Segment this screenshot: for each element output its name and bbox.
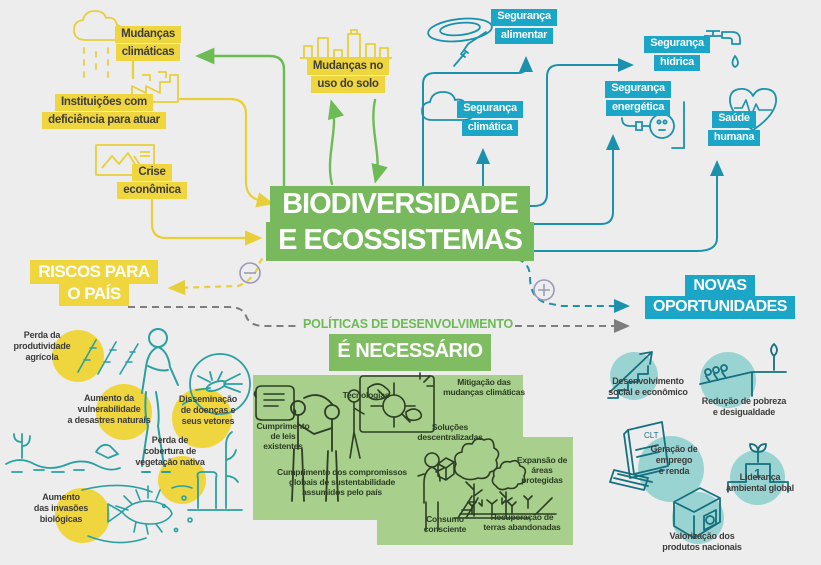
risk-item-productivity: Perda da produtividade agrícola xyxy=(13,330,71,362)
security-food-label: Segurança alimentar xyxy=(480,7,568,45)
necessary-title: É NECESSÁRIO xyxy=(329,334,491,371)
risks-title: RISCOS PARA O PAÍS xyxy=(24,260,164,306)
link-crisis-to-center xyxy=(150,198,263,246)
policy-item-mitigation: Mitigação das mudanças climáticas xyxy=(443,377,525,398)
opportunity-item-development: Desenvolvimento social e econômico xyxy=(608,376,688,397)
risk-item-invasions: Aumento das invasões biológicas xyxy=(33,492,89,524)
opportunity-item-products: Valorização dos produtos nacionais xyxy=(662,531,742,552)
link-center-to-water xyxy=(516,58,634,207)
plus-icon xyxy=(533,279,555,301)
security-energy-label: Segurança energética xyxy=(590,79,686,117)
policy-item-decentralized: Soluções descentralizadas xyxy=(417,422,483,443)
minus-icon xyxy=(239,262,261,284)
link-center-to-energy xyxy=(516,134,620,225)
security-water-label: Segurança hídrica xyxy=(636,34,718,72)
risk-item-vegetation: Perda de cobertura de vegetação nativa xyxy=(135,435,205,467)
link-institutions-to-center xyxy=(178,97,275,208)
link-center-to-opportunities xyxy=(516,258,630,313)
link-landuse-to-center-down xyxy=(371,98,388,184)
link-center-to-landuse-up xyxy=(327,99,345,186)
pressure-economic-crisis-label: Crise econômica xyxy=(104,163,200,200)
opportunity-item-leadership: Liderança ambiental global xyxy=(726,472,794,493)
security-health-label: Saúde humana xyxy=(692,109,776,147)
link-risks-to-policies xyxy=(128,306,298,327)
link-center-to-health xyxy=(516,160,724,252)
policy-item-global-commitments: Cumprimento dos compromissos globais de … xyxy=(277,467,407,498)
opportunities-title: NOVAS OPORTUNIDADES xyxy=(640,275,800,319)
development-policies-label: POLÍTICAS DE DESENVOLVIMENTO xyxy=(303,317,513,331)
policy-item-conscious-consumption: Consumo consciente xyxy=(423,514,467,535)
pressure-land-use-label: Mudanças no uso do solo xyxy=(294,57,402,94)
policy-item-protected-areas: Expansão de áreas protegidas xyxy=(516,455,568,486)
pressure-weak-institutions-label: Instituições com deficiência para atuar xyxy=(34,93,174,130)
risk-item-diseases: Disseminação de doenças e seus vetores xyxy=(178,394,238,426)
policy-item-land-recovery: Recuperação de terras abandonadas xyxy=(483,512,561,533)
link-center-to-food xyxy=(422,56,533,191)
policy-item-technologies: Tecnologias xyxy=(342,390,390,400)
security-climate-label: Segurança climática xyxy=(446,99,534,137)
risk-item-vulnerability: Aumento da vulnerabilidade a desastres n… xyxy=(67,393,151,425)
link-center-to-climate-change xyxy=(195,47,286,190)
opportunity-item-poverty: Redução de pobreza e desigualdade xyxy=(701,396,787,417)
main-title: BIODIVERSIDADE E ECOSSISTEMAS xyxy=(262,186,538,261)
policy-item-laws: Cumprimento de leis existentes xyxy=(256,421,310,452)
pressure-climate-change-label: Mudanças climáticas xyxy=(100,25,196,62)
opportunity-item-jobs: Geração de emprego e renda xyxy=(650,444,698,476)
